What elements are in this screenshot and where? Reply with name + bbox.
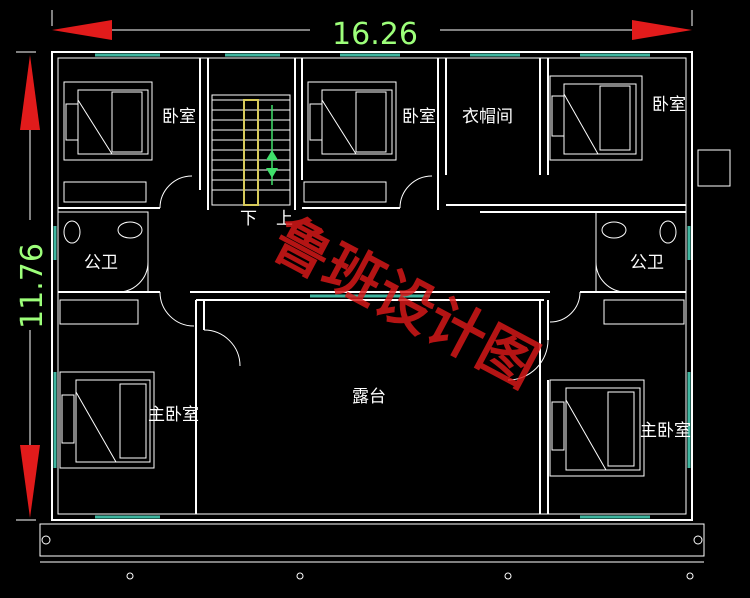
height-dimension: 11.76: [15, 51, 50, 521]
stair-up-label: 上: [276, 209, 293, 229]
room-label-closet: 衣帽间: [462, 107, 513, 127]
interior-walls: [57, 58, 687, 514]
bed-icon: [549, 379, 645, 477]
bed-icon: [63, 81, 153, 161]
toilet-icon: [63, 220, 81, 244]
room-label-terrace: 露台: [352, 387, 386, 407]
room-label-master-right: 主卧室: [640, 421, 691, 441]
bed-icon: [307, 81, 397, 161]
stair-down-label: 下: [240, 209, 257, 229]
room-label-bedroom-2: 卧室: [402, 107, 436, 127]
room-labels: 卧室 卧室 衣帽间 卧室 公卫 公卫 主卧室 露台 主卧室: [84, 95, 691, 441]
room-label-bath-left: 公卫: [84, 253, 118, 273]
sink-icon: [117, 221, 143, 239]
bed-icon: [549, 75, 643, 161]
room-label-bedroom-1: 卧室: [162, 107, 196, 127]
room-label-master-left: 主卧室: [148, 405, 199, 425]
height-label: 11.76: [15, 243, 50, 329]
arrow-down-icon: [20, 445, 40, 518]
room-label-bedroom-3: 卧室: [652, 95, 686, 115]
furniture: [59, 75, 685, 477]
wardrobe-icon: [303, 181, 387, 203]
toilet-icon: [659, 220, 677, 244]
width-dimension: 16.26: [51, 10, 693, 52]
arrow-up-icon: [20, 55, 40, 130]
room-label-bath-right: 公卫: [630, 253, 664, 273]
width-label: 16.26: [332, 17, 418, 52]
arrow-right-icon: [632, 20, 692, 40]
wardrobe-icon: [603, 299, 685, 325]
watermark-stamp: 鲁班设计图: [261, 204, 549, 400]
wardrobe-icon: [59, 299, 139, 325]
arrow-left-icon: [52, 20, 112, 40]
bed-icon: [59, 371, 155, 469]
sink-icon: [601, 221, 627, 239]
staircase: 下 上: [211, 94, 293, 229]
windows: [53, 53, 691, 519]
wardrobe-icon: [63, 181, 147, 203]
